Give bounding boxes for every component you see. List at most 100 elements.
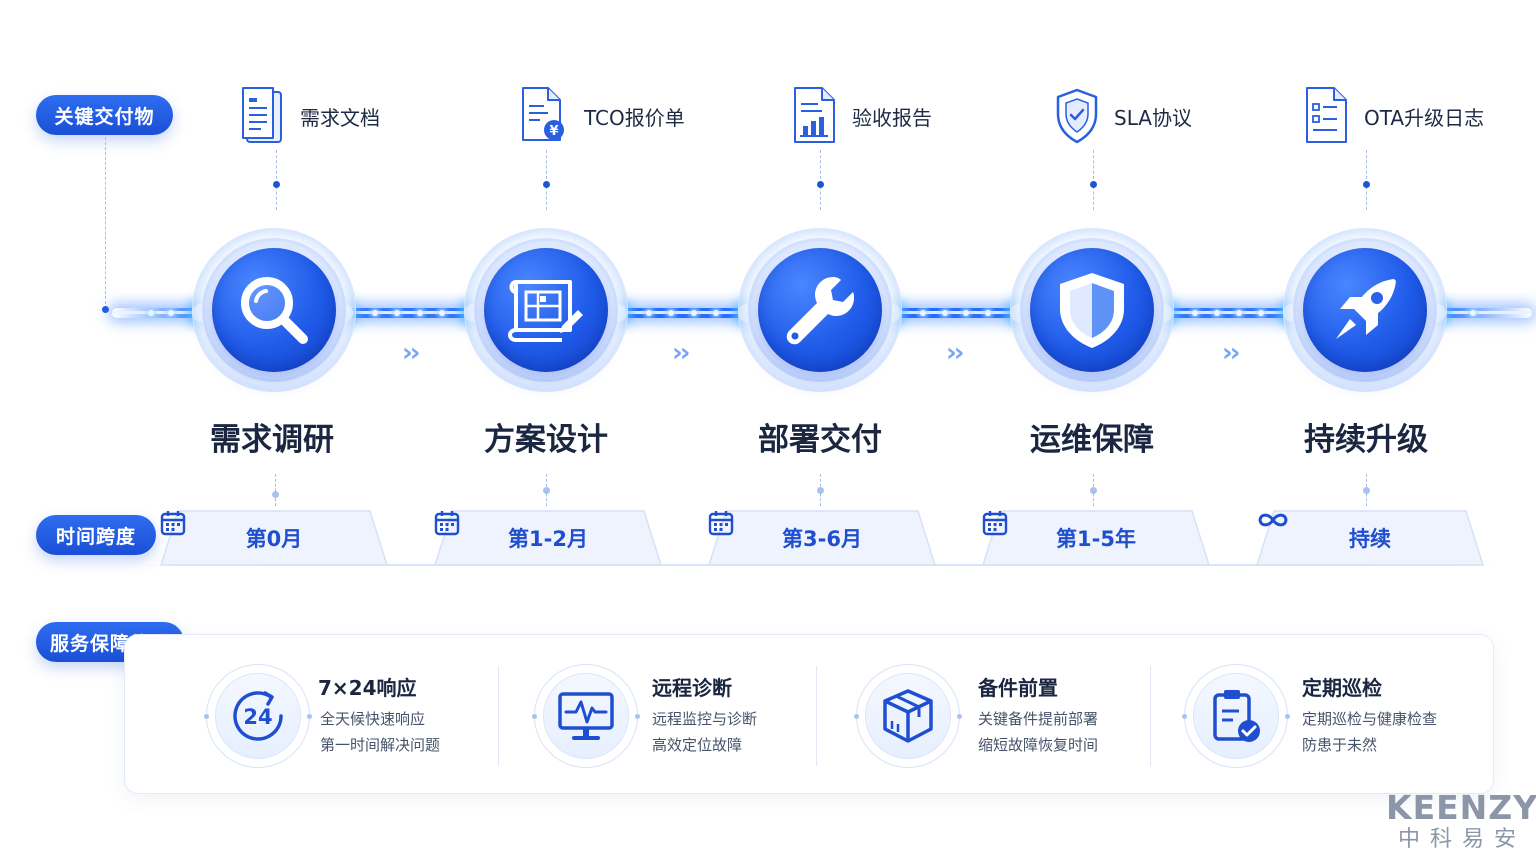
service-item: 备件前置 关键备件提前部署 缩短故障恢复时间 (854, 664, 1126, 768)
connector-dot (543, 181, 550, 188)
timeline-bead (372, 310, 379, 316)
guide-line (105, 137, 106, 309)
service-desc-line: 关键备件提前部署 (978, 710, 1099, 728)
service-divider (498, 666, 499, 766)
service-icon-inner (543, 673, 629, 759)
connector-line (275, 474, 276, 506)
timespan-badge: 第1-2月 (434, 510, 662, 566)
calendar-icon (160, 511, 186, 536)
timeline-bead (985, 310, 992, 316)
stage-title: 部署交付 (758, 422, 882, 458)
deliverable-item: ¥ TCO报价单 (520, 86, 685, 146)
quote-document-icon: ¥ (522, 87, 564, 141)
service-divider (816, 666, 817, 766)
timeline-bead (416, 310, 423, 316)
service-icon-inner (1193, 673, 1279, 759)
timeline-bead (668, 310, 675, 316)
deliverable-label: 验收报告 (852, 105, 932, 130)
report-chart-icon (794, 87, 835, 143)
decor-dot (532, 714, 537, 719)
timeline-bead (646, 310, 653, 316)
wrench-icon (786, 277, 854, 345)
timeline-bead (394, 310, 401, 316)
service-desc-line: 定期巡检与健康检查 (1302, 710, 1438, 728)
connector-line (546, 150, 547, 210)
service-icon-inner: 24 (215, 673, 301, 759)
stage-disc (212, 248, 336, 372)
timeline-bead (1470, 310, 1476, 316)
timeline-bead (963, 310, 970, 316)
timespan-badge: 第1-5年 (982, 510, 1210, 566)
svg-text:24: 24 (243, 705, 272, 729)
timespan-badge: 第3-6月 (708, 510, 936, 566)
timeline-bead (168, 310, 175, 316)
service-item: 定期巡检 定期巡检与健康检查 防患于未然 (1182, 664, 1474, 768)
deliverable-item: SLA协议 (1054, 86, 1192, 146)
service-divider (1150, 666, 1151, 766)
deliverable-label: OTA升级日志 (1364, 105, 1485, 130)
stage-node-deploy (738, 228, 902, 392)
connector-dot (1363, 181, 1370, 188)
service-title: 远程诊断 (652, 676, 732, 700)
stage-node-research (192, 228, 356, 392)
deliverable-item: OTA升级日志 (1304, 86, 1484, 146)
service-desc-line: 防患于未然 (1302, 736, 1378, 754)
decor-dot (204, 714, 209, 719)
timeline-bead (941, 310, 948, 316)
service-desc-line: 远程监控与诊断 (652, 710, 758, 728)
stage-title: 需求调研 (210, 422, 334, 458)
timespan-badge: 第0月 (160, 510, 388, 566)
connector-line (1093, 150, 1094, 210)
calendar-icon (982, 511, 1008, 536)
service-title: 备件前置 (978, 676, 1058, 700)
timespan-label: 第1-2月 (508, 527, 588, 551)
decor-dot (1285, 714, 1290, 719)
timespan-label: 第1-5年 (1056, 527, 1136, 551)
connector-dot (1090, 181, 1097, 188)
service-desc-line: 高效定位故障 (652, 736, 743, 754)
timeline-bead (1214, 310, 1220, 316)
timeline-bead (690, 310, 697, 316)
deliverable-label: 需求文档 (300, 105, 380, 130)
stage-disc (484, 248, 608, 372)
service-title: 7×24响应 (318, 676, 417, 700)
decor-dot (957, 714, 962, 719)
calendar-icon (434, 511, 460, 536)
rocket-icon (1336, 279, 1396, 339)
connector-line (276, 150, 277, 210)
document-icon (242, 87, 282, 143)
decor-dot (635, 714, 640, 719)
timeline-bead (919, 310, 926, 316)
service-desc-line: 全天候快速响应 (320, 710, 426, 728)
stage-title: 持续升级 (1304, 422, 1428, 458)
blueprint-icon (508, 280, 583, 342)
service-icon-inner (865, 673, 951, 759)
connector-line (820, 150, 821, 210)
clock-24-icon: 24 (233, 691, 283, 741)
service-title: 定期巡检 (1302, 676, 1382, 700)
stage-disc (1303, 248, 1427, 372)
magnifier-icon (241, 277, 308, 344)
service-desc-line: 第一时间解决问题 (320, 736, 441, 754)
timeline-bead (1258, 310, 1264, 316)
timeline-bead (712, 310, 719, 316)
service-icon-badge (532, 664, 640, 768)
deliverable-item: 需求文档 (240, 86, 380, 146)
timespan-label: 第3-6月 (782, 527, 862, 551)
decor-dot (1182, 714, 1187, 719)
stage-node-operations (1010, 228, 1174, 392)
service-icon-badge (1182, 664, 1290, 768)
timeline-bead (147, 310, 154, 316)
chevron-right-icon: › › (672, 338, 691, 368)
brand-name-cn: 中科易安 (1397, 827, 1526, 852)
deliverable-item: 验收报告 (792, 86, 932, 146)
package-box-icon (883, 689, 933, 743)
service-icon-badge (854, 664, 962, 768)
service-icon-badge: 24 (204, 664, 312, 768)
chevron-right-icon: › › (1222, 338, 1241, 368)
guide-dot (102, 306, 109, 313)
brand-name-en: KEENZY (1386, 788, 1536, 827)
connector-dot (817, 487, 824, 494)
stage-title: 运维保障 (1030, 422, 1154, 458)
timeline-bead (1236, 310, 1242, 316)
